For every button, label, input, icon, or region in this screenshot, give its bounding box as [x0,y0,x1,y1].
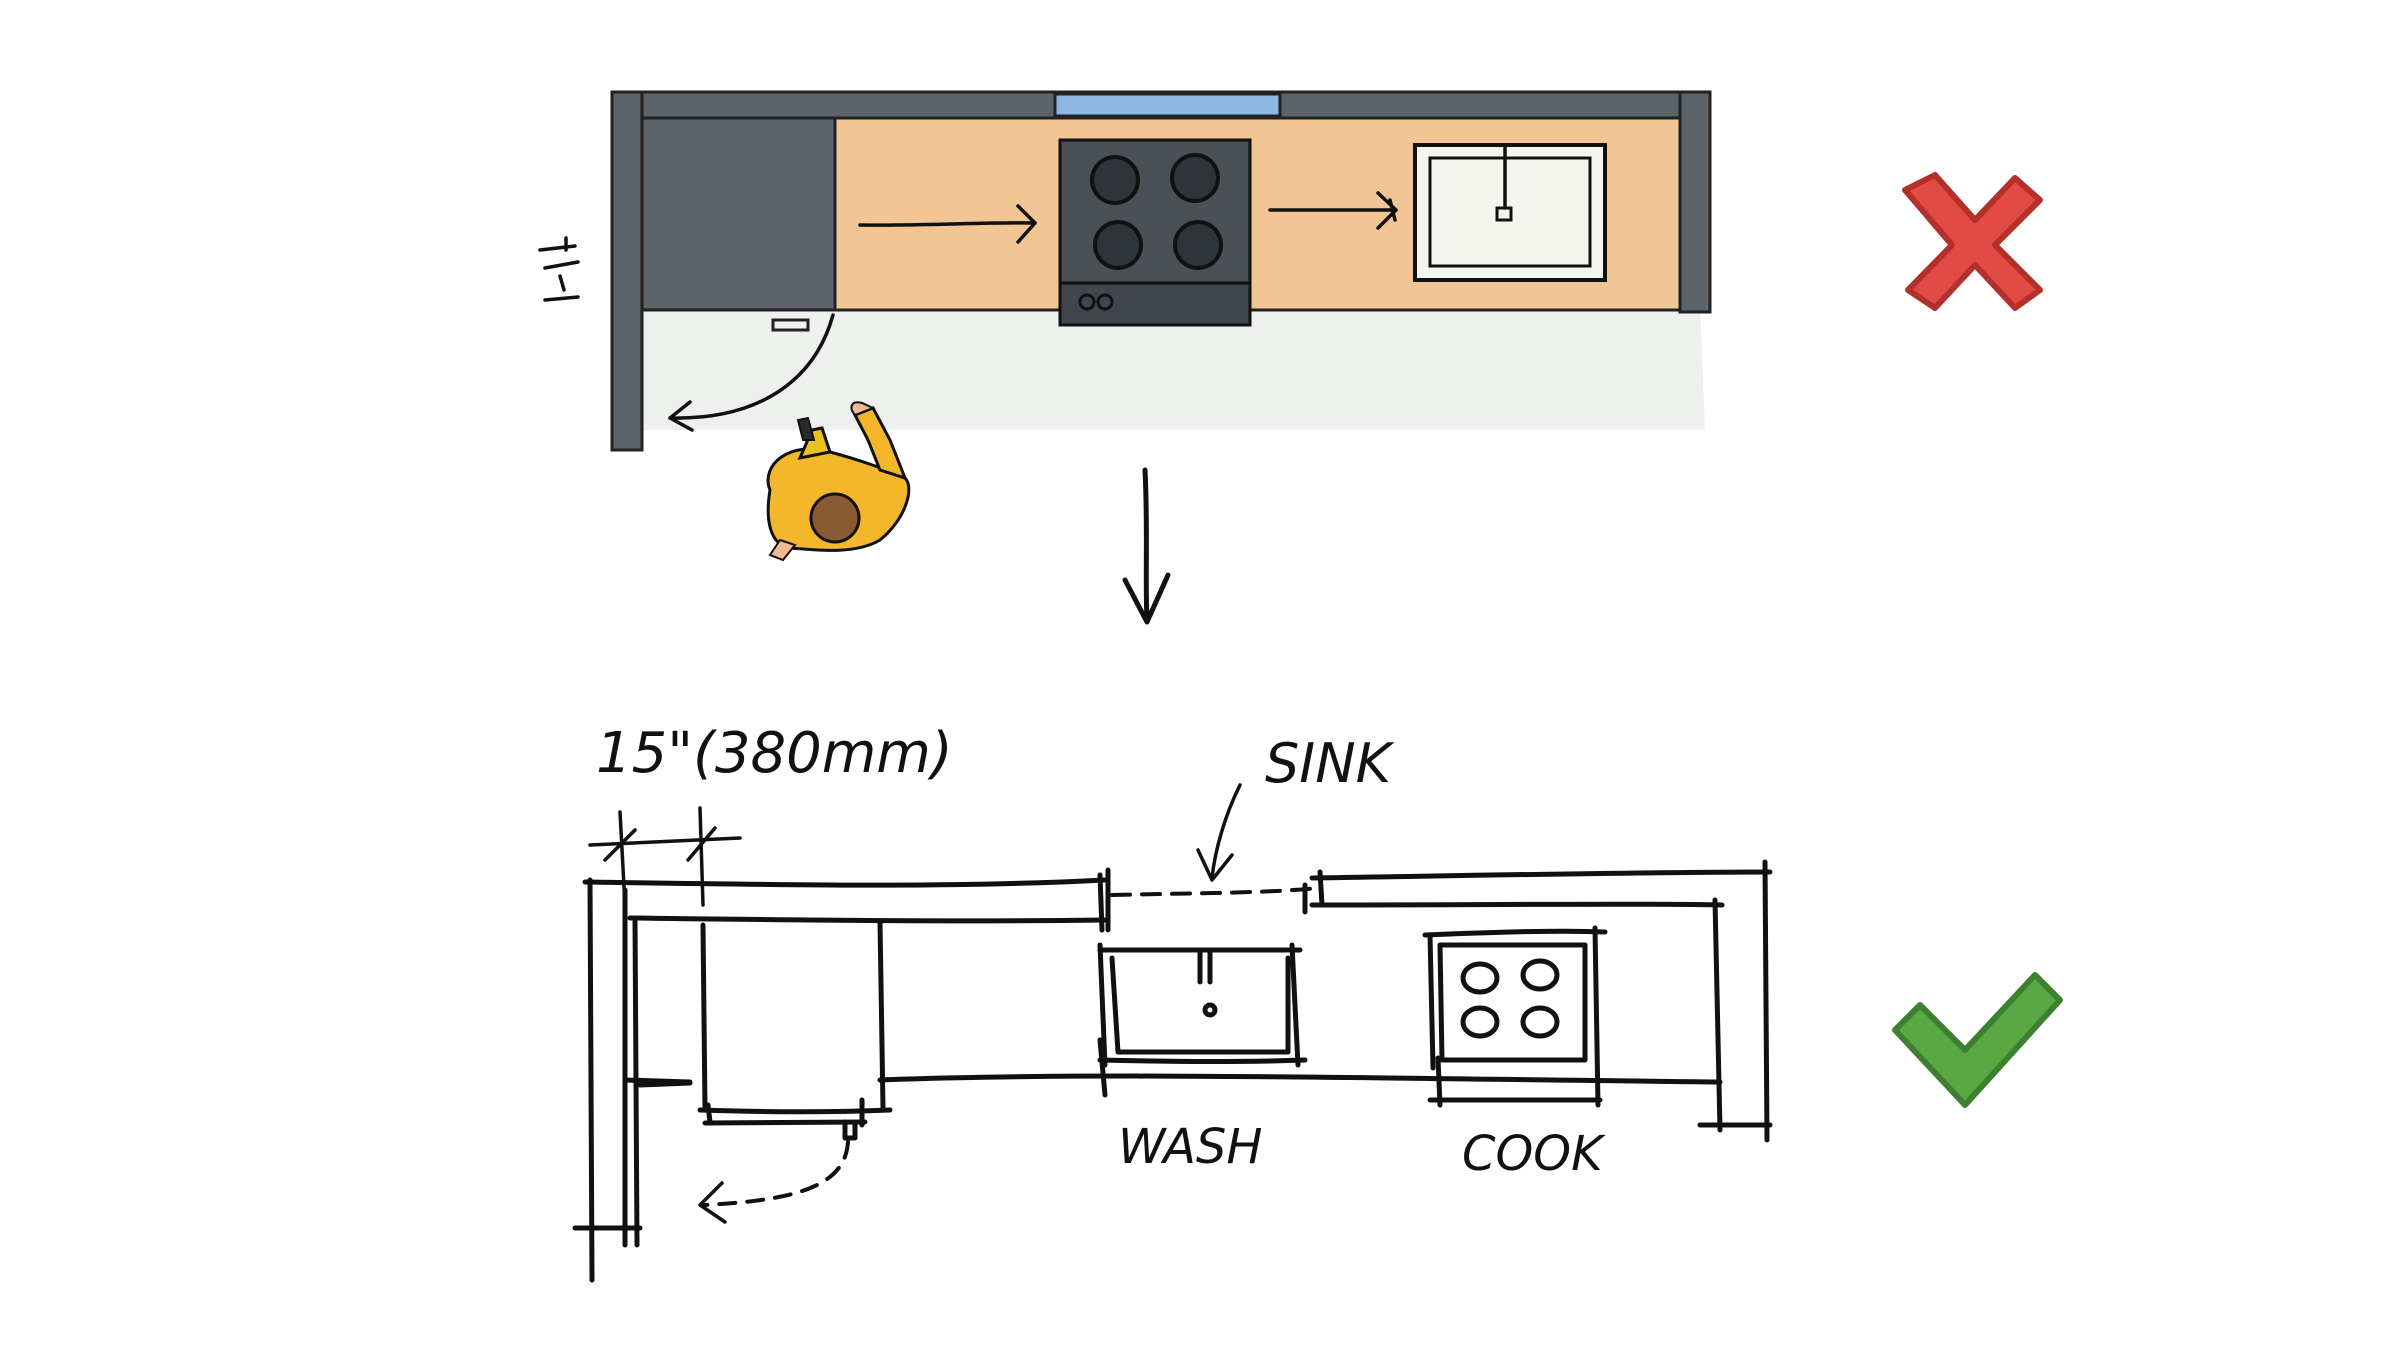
sink-pointer-arrow [1196,783,1242,882]
counter-outline-left [572,867,1111,1283]
cooktop [1422,925,1608,1108]
fridge-handle [771,318,810,332]
wash-sink [1097,942,1308,1098]
fridge-cabinet [697,919,893,1141]
sink [1413,143,1607,282]
checkmark-icon [1892,972,2063,1108]
person-head [809,492,861,544]
workflow-arrow-cooktop-to-sink [1268,191,1398,230]
workflow-arrow-fridge-to-cooktop [858,204,1037,244]
sink-label: SINK [1265,732,1395,795]
top-plan [538,90,2043,562]
left-wall [610,90,644,452]
door-swing-dashed-arrow [698,1140,850,1224]
person-figure [766,401,911,562]
floor-area [630,300,1705,430]
dimension-label: 15"(380mm) [596,721,953,786]
cold-symbol-icon [538,236,580,302]
cook-label: COOK [1462,1126,1606,1182]
down-arrow-icon [1122,467,1171,625]
cooktop [1058,138,1252,327]
counter-outline-right [1302,859,1773,1143]
door-swing-arrow [668,313,835,420]
dimension-line [588,806,742,907]
wash-label: WASH [1118,1119,1262,1175]
sink-window-dashed-line [1110,886,1320,897]
cross-icon [1902,172,2043,311]
bottom-plan: 15"(380mm) SINK [572,721,2063,1283]
fridge [640,116,837,312]
right-wall [1678,90,1712,314]
counter-front-line [877,1073,1723,1085]
window [1053,92,1282,118]
